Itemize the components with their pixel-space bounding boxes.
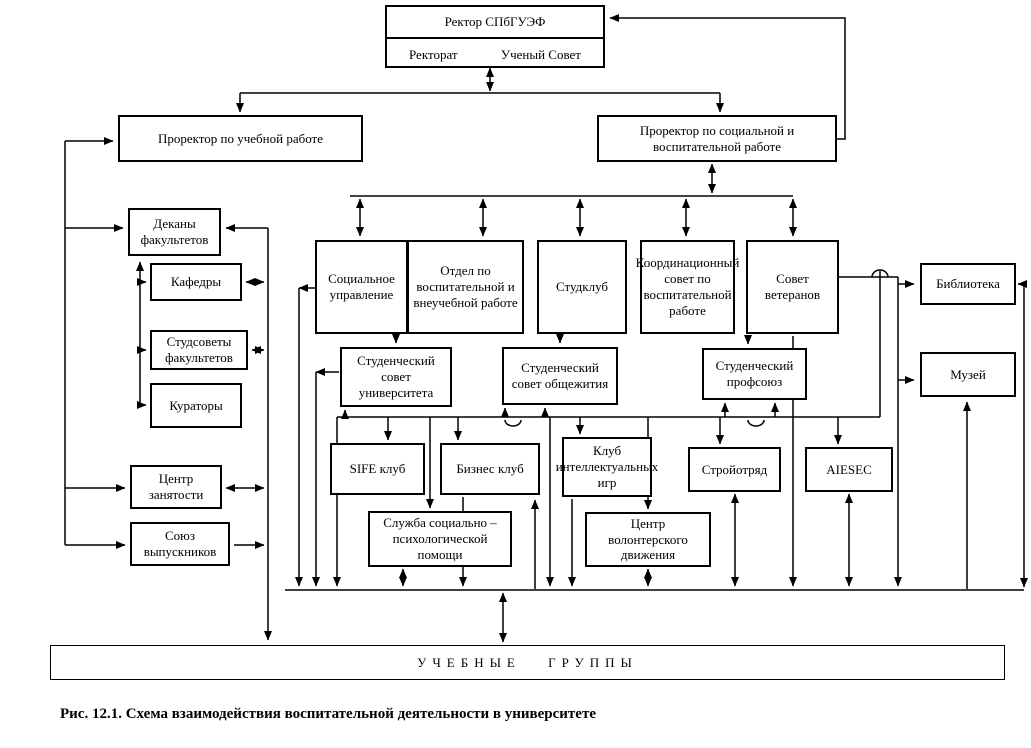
intellect-club-label: Клуб интеллектуальных игр [555, 443, 659, 490]
node-stroyotryad: Стройотряд [688, 447, 781, 492]
edu-dept-label: Отдел по воспитательной и внеучебной раб… [413, 263, 518, 310]
student-union-label: Студенческий профсоюз [715, 358, 794, 389]
dorm-student-council-label: Студенческий совет общежития [511, 360, 609, 391]
node-departments: Кафедры [150, 263, 242, 301]
node-alumni-union: Союз выпускников [130, 522, 230, 566]
node-rectorat: Ректорат [409, 46, 458, 62]
node-social-management: Социальное управление [315, 240, 408, 334]
node-edu-dept: Отдел по воспитательной и внеучебной раб… [407, 240, 524, 334]
museum-label: Музей [950, 366, 986, 382]
node-vice-rector-social: Проректор по социальной и воспитательной… [597, 115, 837, 162]
figure-caption: Рис. 12.1. Схема взаимодействия воспитат… [60, 706, 596, 722]
deans-label: Деканы факультетов [140, 216, 209, 247]
node-rector-block: Ректор СПбГУЭФ Ректорат Ученый Совет [385, 5, 605, 68]
alumni-union-label: Союз выпускников [143, 528, 217, 559]
veterans-council-label: Совет ветеранов [764, 271, 821, 302]
node-scientific-council: Ученый Совет [500, 46, 581, 62]
curators-label: Кураторы [169, 397, 223, 413]
node-employment-center: Центр занятости [130, 465, 222, 509]
psych-service-label: Служба социально – психологической помощ… [383, 515, 497, 562]
node-curators: Кураторы [150, 383, 242, 428]
node-faculty-student-councils: Студсоветы факультетов [150, 330, 248, 370]
node-vice-rector-academic: Проректор по учебной работе [118, 115, 363, 162]
social-management-label: Социальное управление [328, 271, 395, 302]
employment-center-label: Центр занятости [148, 471, 204, 502]
node-sife-club: SIFE клуб [330, 443, 425, 495]
business-club-label: Бизнес клуб [456, 461, 524, 477]
node-psych-service: Служба социально – психологической помощ… [368, 511, 512, 567]
stroyotryad-label: Стройотряд [701, 461, 768, 477]
sife-club-label: SIFE клуб [349, 461, 406, 477]
node-deans: Деканы факультетов [128, 208, 221, 256]
node-aiesec: AIESEC [805, 447, 893, 492]
node-studclub: Студклуб [537, 240, 627, 334]
node-student-union: Студенческий профсоюз [702, 348, 807, 400]
node-intellect-club: Клуб интеллектуальных игр [556, 437, 658, 497]
node-business-club: Бизнес клуб [440, 443, 540, 495]
node-veterans-council: Совет ветеранов [746, 240, 839, 334]
node-volunteer-center: Центр волонтерского движения [585, 512, 711, 567]
vice-social-label: Проректор по социальной и воспитательной… [639, 122, 795, 154]
departments-label: Кафедры [170, 274, 222, 290]
library-label: Библиотека [936, 276, 1000, 292]
aiesec-label: AIESEC [826, 461, 872, 477]
node-rector: Ректор СПбГУЭФ [387, 7, 603, 39]
node-museum: Музей [920, 352, 1016, 397]
study-groups-label: УЧЕБНЫЕ ГРУППЫ [417, 654, 638, 670]
volunteer-center-label: Центр волонтерского движения [608, 515, 688, 563]
vice-academic-label: Проректор по учебной работе [157, 130, 324, 146]
node-coord-council: Координационный совет по воспитательной … [636, 240, 739, 334]
faculty-councils-label: Студсоветы факультетов [165, 334, 233, 365]
node-study-groups: УЧЕБНЫЕ ГРУППЫ [50, 645, 1005, 680]
coord-council-label: Координационный совет по воспитательной … [635, 255, 740, 318]
rector-label: Ректор СПбГУЭФ [444, 14, 546, 29]
studclub-label: Студклуб [555, 279, 609, 295]
univ-student-council-label: Студенческий совет университета [357, 353, 435, 400]
node-univ-student-council: Студенческий совет университета [340, 347, 452, 407]
node-dorm-student-council: Студенческий совет общежития [502, 347, 618, 405]
node-library: Библиотека [920, 263, 1016, 305]
